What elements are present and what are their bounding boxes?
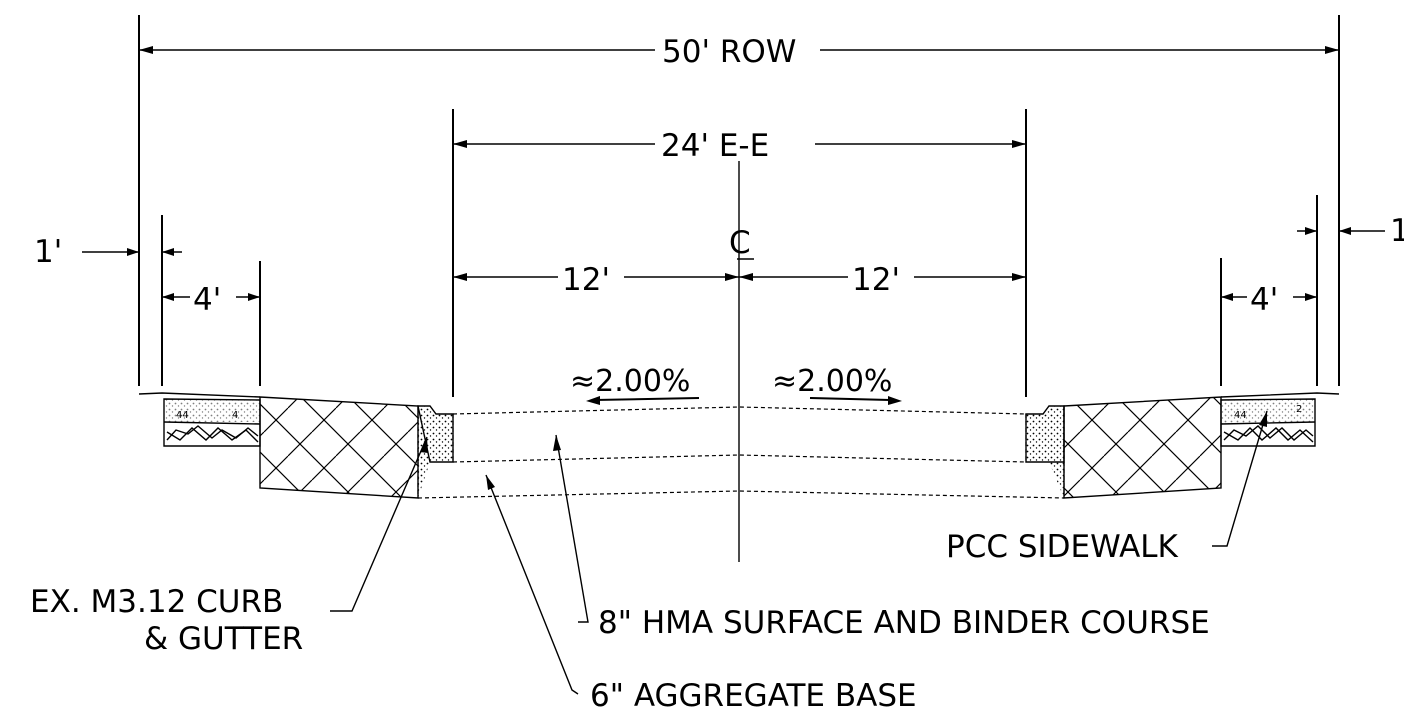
sidewalk-left-label: 4' bbox=[193, 282, 221, 318]
ee-dimension-label: 24' E-E bbox=[661, 128, 769, 164]
lane-dimensions: 12' 12' bbox=[453, 260, 1026, 298]
curb-callout-line2: & GUTTER bbox=[144, 621, 303, 657]
extension-lines bbox=[138, 15, 1340, 397]
callouts: EX. M3.12 CURB & GUTTER PCC SIDEWALK 8" … bbox=[30, 529, 1210, 714]
grading-left bbox=[259, 396, 419, 499]
base-callout: 6" AGGREGATE BASE bbox=[590, 678, 917, 714]
left-side-dimensions: 4' 1' bbox=[34, 234, 260, 318]
grading-right bbox=[1063, 396, 1222, 499]
sidewalk-right: 44 2 bbox=[1220, 398, 1316, 447]
hma-callout: 8" HMA SURFACE AND BINDER COURSE bbox=[598, 605, 1210, 641]
lane-right-label: 12' bbox=[852, 262, 900, 298]
slope-annotations: ≈2.00% ≈2.00% bbox=[570, 364, 902, 405]
svg-text:44: 44 bbox=[176, 410, 189, 421]
svg-text:2: 2 bbox=[1296, 404, 1302, 415]
svg-text:44: 44 bbox=[1234, 410, 1247, 421]
slope-left-label: ≈2.00% bbox=[570, 364, 690, 399]
right-side-dimensions: 4' 1' bbox=[1221, 213, 1404, 318]
sidewalk-right-label: 4' bbox=[1250, 282, 1278, 318]
row-dimension-label: 50' ROW bbox=[662, 34, 796, 70]
ground-line bbox=[138, 392, 1340, 398]
ee-dimension: 24' E-E bbox=[453, 127, 1026, 164]
pavement-layers bbox=[417, 406, 1065, 499]
curb-right bbox=[1025, 405, 1065, 498]
row-dimension: 50' ROW bbox=[139, 34, 1339, 70]
svg-text:4: 4 bbox=[232, 410, 238, 421]
offset-right-label: 1' bbox=[1390, 213, 1404, 249]
lane-left-label: 12' bbox=[562, 262, 610, 298]
sidewalk-left: 44 4 bbox=[163, 398, 261, 447]
centerline-symbol: C bbox=[729, 225, 751, 261]
curb-callout-line1: EX. M3.12 CURB bbox=[30, 584, 283, 620]
offset-left-label: 1' bbox=[34, 234, 62, 270]
sidewalk-callout: PCC SIDEWALK bbox=[946, 529, 1179, 565]
leader-lines bbox=[330, 410, 1268, 695]
slope-right-label: ≈2.00% bbox=[772, 364, 892, 399]
centerline: C bbox=[729, 142, 754, 562]
